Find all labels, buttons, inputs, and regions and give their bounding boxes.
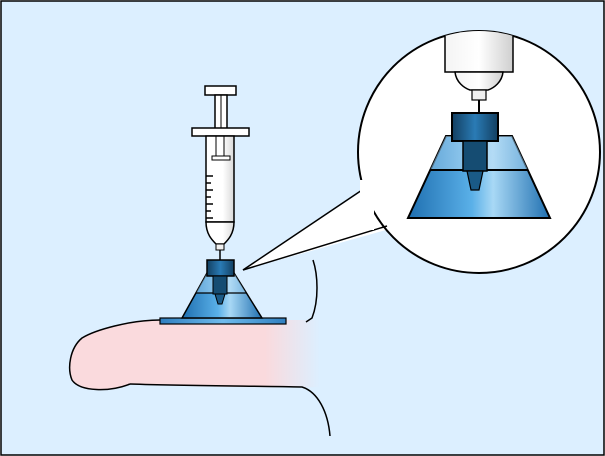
injection-site-icon — [159, 259, 287, 325]
syringe-icon — [191, 85, 250, 260]
skin-body — [69, 258, 331, 437]
zoomed-device — [406, 31, 552, 219]
magnifier-callout-icon — [242, 30, 601, 274]
